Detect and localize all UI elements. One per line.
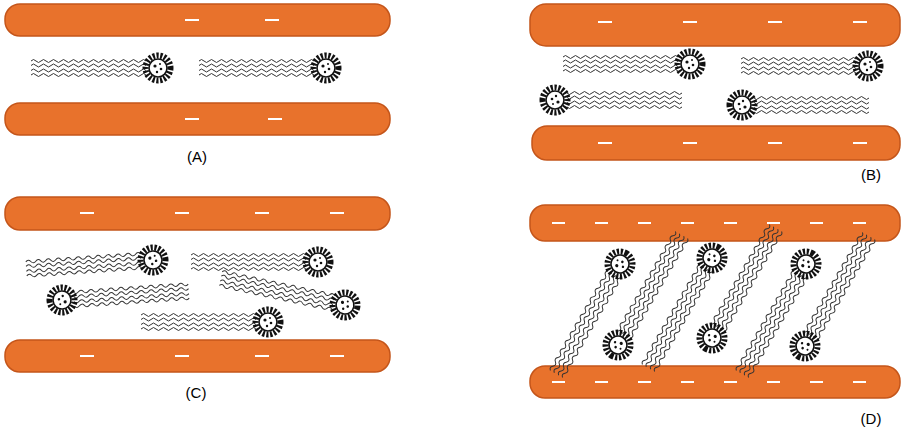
surfactant-molecule — [199, 56, 339, 81]
surfactant-molecule — [543, 88, 683, 113]
negative-charge — [598, 22, 867, 143]
clay-layer — [530, 4, 900, 46]
surfactant-molecule — [218, 266, 360, 319]
panel-label: (C) — [186, 384, 207, 401]
surfactant-molecule — [546, 247, 637, 380]
surfactant-molecule — [25, 247, 166, 282]
surfactant-molecule — [788, 230, 879, 363]
panel-label: (B) — [861, 166, 881, 183]
panel-label: (D) — [861, 410, 882, 427]
surfactant-molecule — [191, 250, 331, 275]
surfactant-molecule — [563, 52, 703, 77]
surfactant-molecule — [741, 54, 881, 79]
negative-charge — [80, 213, 344, 356]
clay-layer — [532, 126, 900, 160]
surfactant-molecule — [31, 56, 171, 81]
surfactant-molecule — [141, 310, 281, 335]
surfactant-molecule — [49, 279, 190, 314]
surfactant-molecule — [732, 247, 823, 380]
surfactant-molecule — [730, 93, 870, 118]
surfactant-molecule — [638, 241, 729, 374]
surfactant-molecule — [695, 222, 786, 355]
clay-layer — [530, 366, 900, 398]
panel-label: (A) — [187, 148, 207, 165]
surfactant-molecule — [601, 229, 692, 362]
clay-layer — [530, 205, 900, 241]
